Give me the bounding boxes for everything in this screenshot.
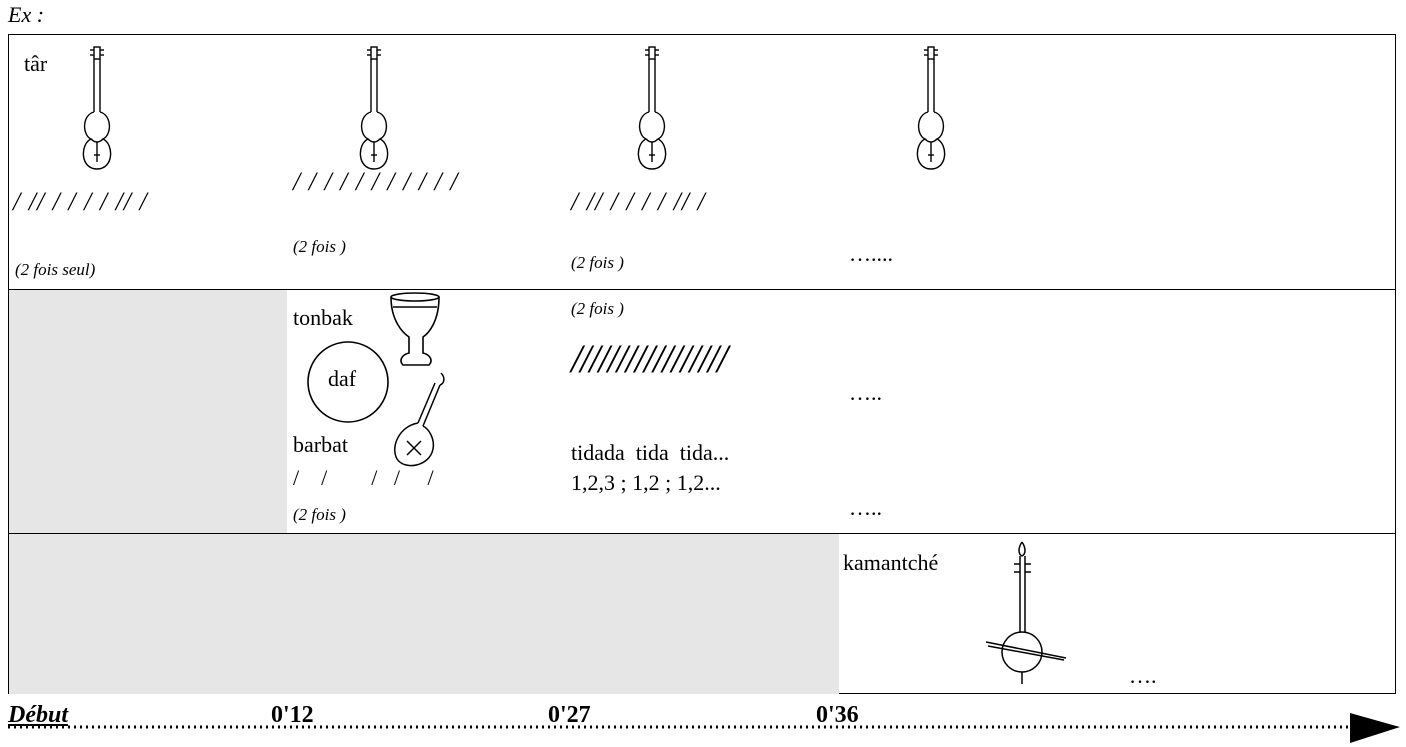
- repeat-note: (2 fois ): [571, 299, 624, 318]
- kamantche-icon: [985, 541, 1067, 684]
- barbat-note: (2 fois ): [293, 505, 346, 524]
- tar-continuation: …....: [849, 241, 893, 266]
- score-grid: târ: [8, 34, 1396, 694]
- tar-strokes-2: / / / / / / / / / / /: [293, 167, 459, 196]
- row2-continuation-1: …..: [849, 380, 882, 405]
- tar-strokes-1: / // / / / / // /: [13, 187, 148, 216]
- tar-note-1: (2 fois seul): [15, 260, 96, 279]
- tonbak-icon: [390, 292, 440, 366]
- tar-icon: [916, 46, 946, 170]
- timeline-start: Début: [8, 702, 68, 728]
- tar-label: târ: [24, 51, 48, 76]
- kamantche-continuation: ….: [1129, 663, 1157, 688]
- tar-icon: [359, 46, 389, 170]
- daf-icon: [307, 341, 389, 423]
- row-divider-1: [9, 289, 1395, 290]
- tar-note-3: (2 fois ): [571, 253, 624, 272]
- timeline-mark-3: 0'36: [816, 702, 859, 728]
- example-label: Ex :: [8, 2, 45, 27]
- tar-note-2: (2 fois ): [293, 237, 346, 256]
- row2-continuation-2: …..: [849, 495, 882, 520]
- daf-label: daf: [328, 366, 357, 391]
- kamantche-label: kamantché: [843, 550, 939, 575]
- counts: 1,2,3 ; 1,2 ; 1,2...: [571, 470, 721, 495]
- row2-empty-shade: [9, 290, 287, 533]
- row-divider-2: [9, 533, 1395, 534]
- tar-strokes-3: / // / / / / // /: [571, 187, 706, 216]
- timeline-arrow: [8, 713, 1400, 743]
- rhythm-pattern: /////////////////: [571, 336, 728, 381]
- barbat-strokes: / / / / /: [293, 465, 434, 490]
- syllables: tidada tida tida...: [571, 440, 730, 465]
- tar-icon: [82, 46, 112, 170]
- tonbak-label: tonbak: [293, 305, 353, 330]
- timeline-mark-1: 0'12: [271, 702, 314, 728]
- barbat-label: barbat: [293, 432, 348, 457]
- barbat-icon: [394, 372, 445, 467]
- timeline-mark-2: 0'27: [548, 702, 591, 728]
- row3-empty-shade: [9, 534, 839, 694]
- tar-icon: [637, 46, 667, 170]
